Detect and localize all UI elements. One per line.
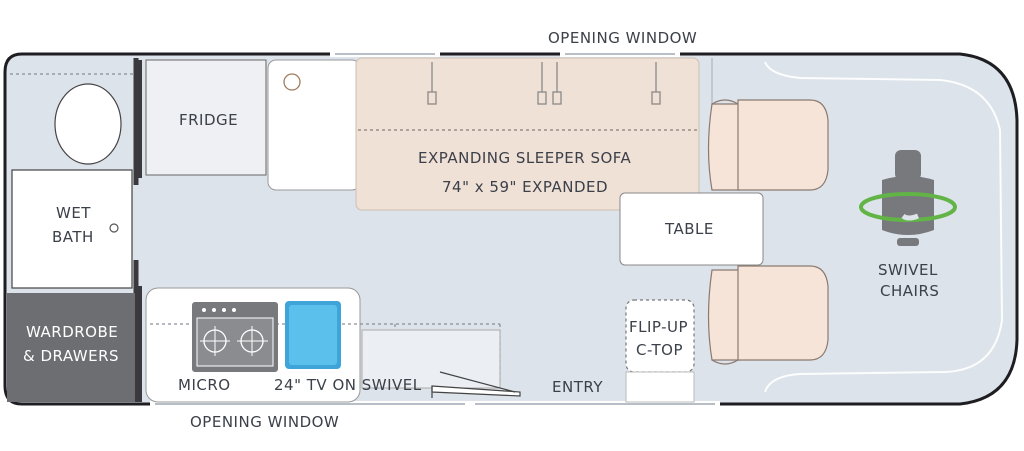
- label-micro: MICRO: [178, 376, 231, 394]
- swivel-chair-icon: [859, 150, 957, 246]
- swivel-seat-lower: [707, 265, 829, 365]
- label-wet-bath-line2: BATH: [52, 228, 94, 246]
- sleeper-sofa: [355, 57, 700, 211]
- cooktop-icon: [192, 302, 278, 372]
- label-sofa-line2: 74" x 59" EXPANDED: [442, 178, 609, 196]
- cabinet: [361, 329, 501, 389]
- label-table: TABLE: [665, 220, 714, 238]
- cab-outline: [764, 61, 1004, 393]
- seat-belts: [427, 62, 661, 105]
- label-opening-window-bottom: OPENING WINDOW: [190, 413, 340, 431]
- swivel-seat-upper: [707, 99, 829, 191]
- tv-icon: [285, 301, 341, 369]
- label-flip-line1: FLIP-UP: [629, 318, 689, 336]
- label-swivel-line1: SWIVEL: [878, 261, 938, 279]
- wardrobe: [7, 293, 135, 402]
- fridge: [145, 59, 267, 176]
- label-fridge: FRIDGE: [179, 111, 239, 129]
- label-entry: ENTRY: [552, 378, 603, 396]
- label-flip-line2: C-TOP: [636, 341, 684, 359]
- toilet: [54, 83, 122, 165]
- counter-top: [267, 59, 361, 191]
- label-wardrobe-line1: WARDROBE: [26, 323, 119, 341]
- label-swivel-line2: CHAIRS: [880, 282, 940, 300]
- label-wet-bath-line1: WET: [56, 204, 91, 222]
- sink-icon: [283, 73, 301, 91]
- label-sofa-line1: EXPANDING SLEEPER SOFA: [418, 149, 632, 167]
- drain-icon: [109, 223, 119, 233]
- table: [619, 192, 764, 266]
- entry-step: [431, 371, 521, 398]
- label-opening-window-top: OPENING WINDOW: [548, 29, 698, 47]
- label-wardrobe-line2: & DRAWERS: [23, 347, 120, 365]
- label-tv: 24" TV ON SWIVEL: [274, 376, 422, 394]
- entry-side-box: [625, 371, 695, 403]
